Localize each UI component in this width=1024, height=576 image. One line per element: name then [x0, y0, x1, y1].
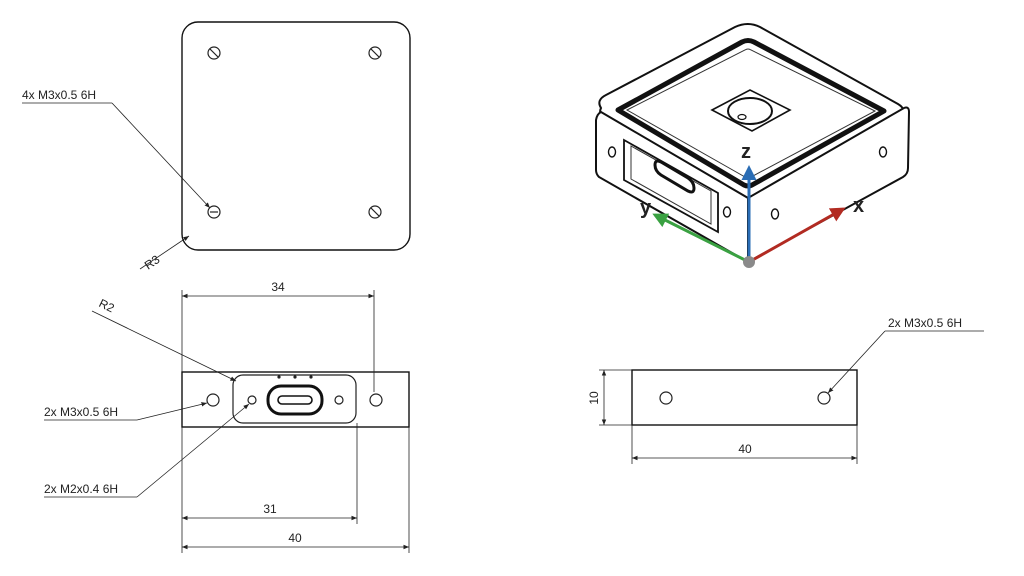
front-m2-leader [136, 403, 250, 498]
top-view: 4x M3x0.5 6H R3 [22, 21, 411, 272]
front-m2-label: 2x M2x0.4 6H [44, 482, 118, 496]
top-hole-br [368, 205, 382, 219]
iso-hole-3 [770, 208, 780, 220]
x-axis-arrow [748, 207, 846, 264]
top-holes-leader [111, 102, 211, 209]
dim-34-label: 34 [271, 280, 285, 294]
isometric-view [595, 23, 911, 264]
side-hole-left [659, 391, 673, 405]
front-hole-m3-right [369, 393, 383, 407]
front-m3-leader [136, 402, 208, 421]
iso-hole-4 [878, 146, 888, 158]
side-view: 10 40 2x M3x0.5 6H [587, 316, 984, 464]
iso-right-face [747, 106, 911, 264]
top-hole-tl [207, 46, 221, 60]
front-hole-m3-left [206, 393, 220, 407]
side-holes-label: 2x M3x0.5 6H [888, 316, 962, 330]
y-axis-label: y [640, 197, 652, 219]
iso-usb-port [653, 159, 696, 194]
y-axis-arrow [652, 213, 750, 264]
coordinate-axes: x y z [640, 141, 864, 268]
axes-origin [743, 256, 755, 268]
iso-hole-2 [722, 206, 732, 218]
port-radius-label: R2 [97, 296, 117, 315]
top-hole-tr [368, 46, 382, 60]
dim-40-front-label: 40 [288, 531, 302, 545]
dim-40-side-label: 40 [738, 442, 752, 456]
front-view: 34 31 40 R2 2x M3x0.5 6H 2x M2x0.4 6H [44, 280, 410, 553]
corner-radius-label: R3 [142, 252, 163, 272]
dim-10-label: 10 [587, 391, 601, 405]
front-m3-label: 2x M3x0.5 6H [44, 405, 118, 419]
iso-hole-1 [607, 146, 617, 158]
corner-radius-leader [139, 235, 190, 270]
top-view-outline [181, 21, 411, 251]
side-hole-right [817, 391, 831, 405]
front-hole-m2-right [334, 395, 344, 405]
port-recess [232, 374, 357, 424]
x-axis-label: x [853, 195, 864, 217]
dim-31-label: 31 [263, 502, 277, 516]
front-hole-m2-left [247, 395, 257, 405]
side-holes-leader [827, 330, 886, 394]
iso-sensor-lens [727, 97, 773, 125]
port-radius-leader [91, 310, 237, 382]
top-holes-label: 4x M3x0.5 6H [22, 88, 96, 102]
usb-c-port [266, 375, 324, 416]
side-view-outline [631, 369, 858, 426]
top-hole-bl [207, 205, 221, 219]
z-axis-label: z [741, 141, 751, 163]
